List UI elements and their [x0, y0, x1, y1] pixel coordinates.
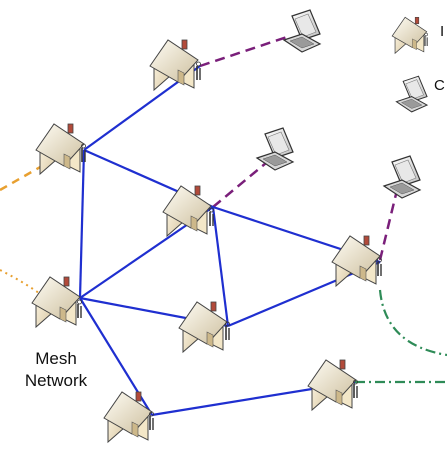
laptop-icon — [256, 127, 294, 171]
mesh-node-7 — [307, 359, 359, 411]
mesh-node-3 — [162, 185, 215, 237]
legend: I C — [391, 16, 445, 113]
mesh-node-6 — [178, 301, 231, 353]
caption-line-2: Network — [25, 371, 88, 390]
house-icon — [35, 123, 85, 175]
wired-link-green-1 — [378, 289, 447, 357]
legend-item-client: C — [395, 75, 445, 113]
legend-label-router: I — [440, 23, 444, 40]
client-link-3 — [378, 189, 399, 261]
antenna-icon — [424, 32, 429, 47]
legend-label-client: C — [434, 77, 445, 94]
antenna-icon — [195, 61, 202, 81]
house-icon — [103, 391, 153, 443]
house-icon — [162, 185, 212, 237]
mesh-node-8 — [103, 391, 155, 443]
house-icon — [149, 39, 199, 91]
house-icon — [331, 235, 381, 287]
mesh-node-1 — [149, 39, 202, 91]
legend-item-router: I — [391, 16, 444, 54]
laptop-icon — [383, 155, 421, 199]
router-house-icon — [391, 16, 428, 54]
mesh-node-5 — [31, 276, 83, 328]
client-link-1 — [199, 34, 291, 68]
house-icon — [31, 276, 81, 328]
caption-line-1: Mesh — [35, 349, 77, 368]
house-icon — [307, 359, 357, 411]
mesh-link-6 — [211, 206, 230, 327]
mesh-link-3 — [78, 149, 86, 299]
laptop-icon — [395, 75, 428, 113]
client-link-2 — [212, 162, 267, 208]
mesh-node-2 — [35, 123, 87, 175]
house-icon — [178, 301, 228, 353]
laptop-icon — [283, 9, 321, 53]
wired-link-orange-2 — [0, 269, 56, 306]
mesh-node-4 — [331, 235, 383, 287]
antenna-icon — [76, 299, 83, 319]
